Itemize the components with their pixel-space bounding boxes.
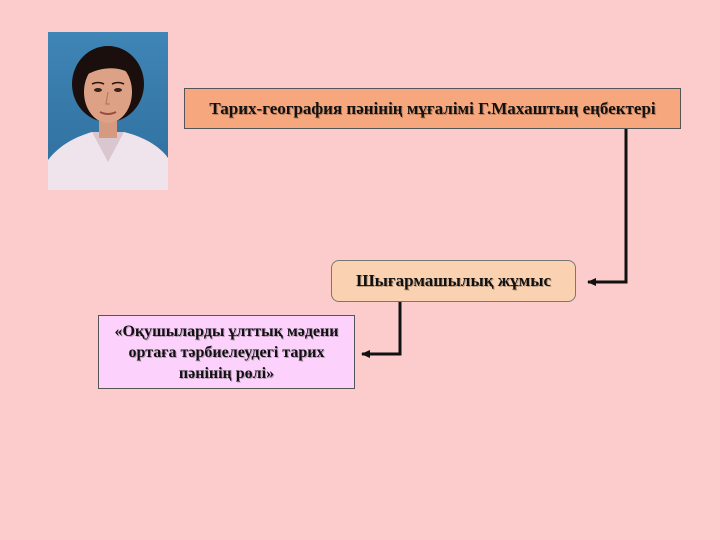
- creative-work-box: Шығармашылық жұмыс: [331, 260, 576, 302]
- topic-text: «Оқушыларды ұлттық мәдени ортаға тәрбиел…: [114, 322, 339, 382]
- topic-box: «Оқушыларды ұлттық мәдени ортаға тәрбиел…: [98, 315, 355, 389]
- creative-work-text: Шығармашылық жұмыс: [355, 271, 552, 290]
- arrow-title-to-creative: [587, 129, 628, 286]
- title-box: Тарих-география пәнінің мұғалімі Г.Махаш…: [184, 88, 681, 129]
- arrow-creative-to-topic: [361, 302, 402, 358]
- portrait-image: [48, 32, 168, 190]
- teacher-photo: [48, 32, 168, 190]
- title-text: Тарих-география пәнінің мұғалімі Г.Махаш…: [209, 98, 656, 118]
